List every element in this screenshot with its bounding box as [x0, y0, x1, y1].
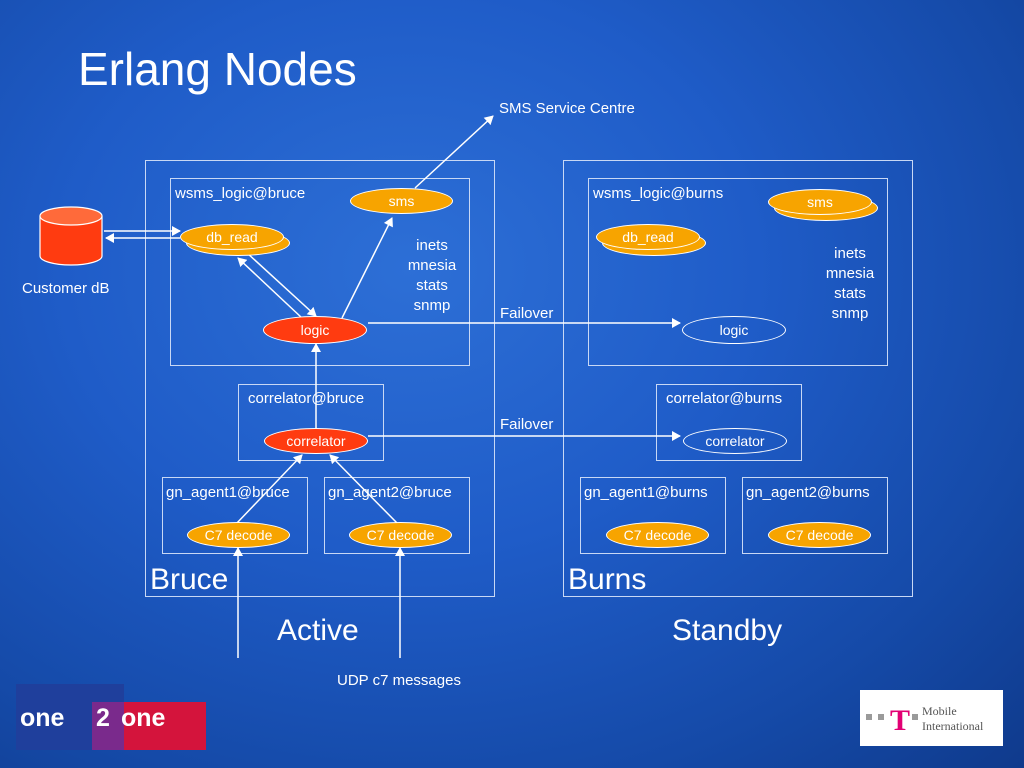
- burns-wsms-label: wsms_logic@burns: [593, 185, 724, 202]
- burns-gn1-box: [580, 477, 726, 554]
- bruce-wsms-box: [170, 178, 470, 366]
- standby-label: Standby: [672, 614, 783, 647]
- c7-1-to-correlator-arrow: [235, 454, 303, 525]
- burns-gn1-label: gn_agent1@burns: [584, 484, 708, 501]
- active-label: Active: [277, 614, 359, 647]
- burns-gn2-label: gn_agent2@burns: [746, 484, 870, 501]
- service-snmp: snmp: [831, 305, 869, 322]
- service-inets: inets: [834, 245, 866, 262]
- burns-wsms-box: [588, 178, 888, 366]
- bruce-services: inets mnesia stats snmp: [400, 236, 464, 316]
- burns-logic-process: logic: [682, 316, 786, 344]
- tmobile-text-international: International: [922, 719, 984, 733]
- burns-gn2-box: [742, 477, 888, 554]
- udp-label: UDP c7 messages: [337, 672, 461, 689]
- customer-db-label: Customer dB: [22, 280, 110, 297]
- bruce-host-label: Bruce: [150, 563, 229, 596]
- logic-to-sms-arrow: [341, 217, 393, 319]
- logo-text-one: one: [20, 704, 65, 732]
- logo-text-2: 2: [96, 704, 110, 732]
- service-mnesia: mnesia: [407, 257, 457, 274]
- bruce-correlator-box: [238, 384, 384, 461]
- burns-services: inets mnesia stats snmp: [817, 244, 883, 324]
- tmobile-logo: T Mobile International: [860, 690, 1003, 746]
- burns-correlator-box: [656, 384, 802, 461]
- sms-centre-arrow: [414, 115, 494, 189]
- burns-host-label: Burns: [568, 563, 647, 596]
- c7-2-to-correlator-arrow: [329, 454, 399, 525]
- logic-to-dbread-arrow: [237, 257, 303, 319]
- one2one-logo: one 2 one: [16, 684, 206, 750]
- bruce-c7-decode-2: C7 decode: [349, 522, 452, 548]
- burns-dbread-process: db_read: [596, 224, 700, 250]
- service-stats: stats: [834, 285, 866, 302]
- bruce-gn1-label: gn_agent1@bruce: [166, 484, 290, 501]
- service-mnesia: mnesia: [825, 265, 875, 282]
- burns-correlator-process: correlator: [683, 428, 787, 454]
- bruce-logic-process: logic: [263, 316, 367, 344]
- bruce-host-box: [145, 160, 495, 597]
- tmobile-t-mark: T: [890, 704, 910, 737]
- sms-centre-label: SMS Service Centre: [499, 100, 635, 117]
- bruce-gn2-label: gn_agent2@bruce: [328, 484, 452, 501]
- dbread-to-logic-arrow: [245, 251, 317, 317]
- database-icon: [39, 206, 103, 266]
- burns-sms-process: sms: [768, 189, 872, 215]
- failover-label-correlator: Failover: [500, 416, 554, 433]
- logo-text-one-2: one: [121, 704, 166, 732]
- bruce-correlator-label: correlator@bruce: [248, 390, 365, 407]
- service-snmp: snmp: [413, 297, 451, 314]
- burns-c7-decode-1: C7 decode: [606, 522, 709, 548]
- page-title: Erlang Nodes: [78, 43, 357, 95]
- burns-c7-decode-2: C7 decode: [768, 522, 871, 548]
- burns-host-box: [563, 160, 913, 597]
- service-stats: stats: [416, 277, 448, 294]
- bruce-sms-process: sms: [350, 188, 453, 214]
- bruce-wsms-label: wsms_logic@bruce: [175, 185, 306, 202]
- tmobile-text-mobile: Mobile: [922, 704, 957, 718]
- bruce-c7-decode-1: C7 decode: [187, 522, 290, 548]
- burns-correlator-label: correlator@burns: [666, 390, 783, 407]
- bruce-dbread-process: db_read: [180, 224, 284, 250]
- service-inets: inets: [416, 237, 448, 254]
- bruce-correlator-process: correlator: [264, 428, 368, 454]
- failover-label-logic: Failover: [500, 305, 554, 322]
